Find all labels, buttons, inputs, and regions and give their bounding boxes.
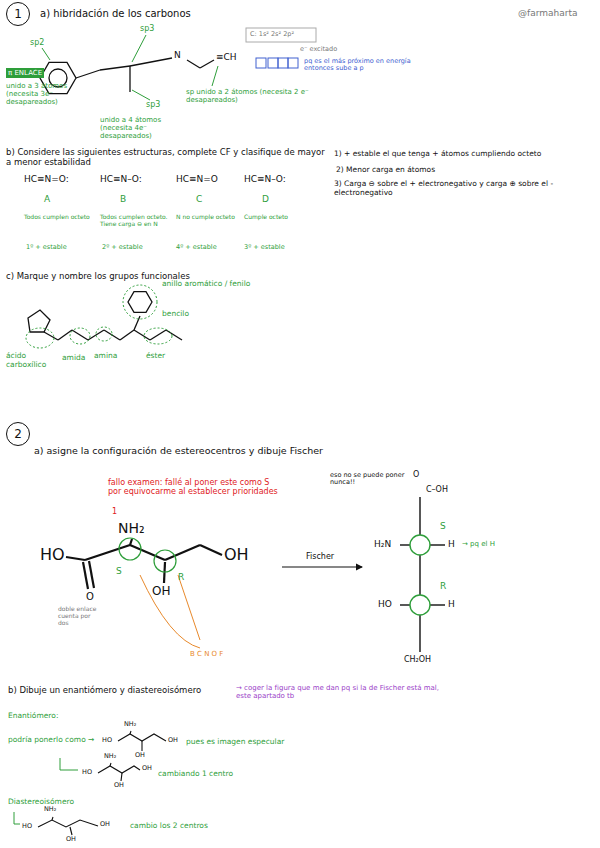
note-text: bencilo [162, 310, 189, 319]
note-text: sp unido a 2 átomos (necesita 2 e⁻ desap… [186, 88, 326, 104]
section-number: 1 [14, 7, 22, 21]
small-molecules [38, 731, 166, 835]
note-text: a) hibridación de los carbonos [40, 8, 191, 20]
molecule-1c [28, 292, 182, 340]
note-text: 1 [112, 507, 117, 516]
note-text: HO [40, 546, 65, 564]
note-text: OH [66, 836, 76, 843]
note-text: A [44, 194, 50, 204]
note-text: a) asigne la configuración de estereocen… [34, 446, 323, 457]
note-text: pues es imagen especular [186, 738, 284, 747]
note-text: amina [94, 352, 117, 361]
note-text: π ENLACE [6, 68, 44, 78]
note-text: NH₂ [124, 721, 136, 728]
note-text: b) Dibuje un enantiómero y diastereoisóm… [8, 686, 201, 696]
note-text: H [448, 599, 455, 609]
note-text: OH [100, 821, 110, 828]
note-text: NH₂ [44, 806, 56, 813]
note-text: C–OH [426, 485, 448, 494]
note-text: cambio los 2 centros [130, 822, 208, 831]
note-text: OH [142, 765, 152, 772]
note-text: ácido carboxílico [6, 352, 62, 369]
note-text: O [86, 591, 94, 603]
note-text: C [196, 194, 202, 204]
note-text: H [448, 539, 455, 549]
note-text: S [440, 521, 446, 531]
note-text: C: 1s² 2s² 2p² [250, 31, 294, 38]
note-text: R [440, 581, 446, 591]
note-text: Fischer [306, 552, 334, 561]
note-text: NH₂ [104, 753, 116, 760]
note-text: OH [135, 752, 145, 759]
note-text: doble enlace cuenta por dos [58, 606, 102, 627]
note-text: b) Considere las siguientes estructuras,… [6, 148, 328, 168]
note-text: O [413, 470, 419, 479]
note-text: 4º + estable [176, 244, 217, 251]
note-text: Enantiómero: [8, 712, 58, 721]
note-text: OH [152, 585, 170, 599]
molecule-2a [66, 539, 222, 589]
note-text: HO [378, 599, 392, 609]
note-text: 1º + estable [26, 244, 67, 251]
note-text: CH₂OH [404, 655, 431, 664]
note-text: podría ponerlo como → [8, 736, 94, 745]
note-text: pq es el más próximo en energía entonces… [304, 58, 414, 73]
note-text: HO [82, 769, 92, 776]
note-text: 2) Menor carga en átomos [336, 166, 435, 175]
note-text: 1) + estable el que tenga + átomos cumpl… [334, 150, 596, 159]
note-text: @farmaharta [518, 8, 577, 18]
note-text: 2º + estable [102, 244, 143, 251]
note-text: OH [114, 782, 124, 789]
note-text: HC≡N=O: [24, 174, 69, 184]
note-text: HO [22, 823, 32, 830]
note-text: Diastereoisómero [8, 798, 74, 807]
note-text: D [262, 194, 269, 204]
note-text: HC≡N=O [176, 174, 218, 184]
section-number: 2 [14, 427, 22, 441]
note-text: S [116, 566, 122, 576]
section-number-circle: 2 [6, 422, 30, 446]
note-text: H₂N [374, 539, 391, 549]
note-text: → pq el H [462, 540, 495, 548]
note-text: e⁻ excitado [300, 46, 337, 53]
note-text: éster [146, 352, 165, 361]
note-text: Todos cumplen octeto [24, 214, 90, 221]
note-text: B [120, 194, 126, 204]
note-text: HO [102, 737, 112, 744]
note-text: 3º + estable [244, 244, 285, 251]
note-text: Cumple octeto [244, 214, 304, 221]
note-text: N [174, 50, 181, 60]
note-text: OH [168, 737, 178, 744]
note-text: ≡CH [216, 52, 237, 62]
note-text: 3) Carga ⊖ sobre el + electronegativo y … [334, 180, 596, 197]
note-text: OH [224, 546, 249, 564]
note-text: sp3 [140, 24, 154, 33]
note-text: anillo aromático / fenilo [162, 280, 250, 289]
note-text: eso no se puede poner nunca!! [330, 472, 410, 487]
note-text: B C N O F [190, 650, 223, 658]
note-text: N no cumple octeto [176, 214, 238, 221]
note-text: unido a 3 átomos (necesita 3e⁻ desaparea… [6, 82, 76, 106]
note-text: HC≡N–O: [100, 174, 142, 184]
fischer-projection [400, 497, 445, 652]
note-text: → coger la figura que me dan pq si la de… [236, 684, 456, 700]
section-number-circle: 1 [6, 2, 30, 26]
note-text: Todos cumplen octeto. Tiene carga ⊖ en N [100, 214, 168, 228]
note-text: cambiando 1 centro [158, 770, 233, 779]
note-text: sp3 [146, 100, 160, 109]
note-text: NH₂ [118, 520, 145, 536]
note-text: unido a 4 átomos (necesita 4e⁻ desaparea… [100, 116, 195, 140]
note-text: sp2 [30, 38, 44, 47]
note-text: fallo examen: fallé al poner este como S… [108, 478, 278, 496]
note-text: R [178, 572, 184, 582]
note-text: amida [62, 354, 85, 363]
note-text: HC≡N–O: [244, 174, 286, 184]
